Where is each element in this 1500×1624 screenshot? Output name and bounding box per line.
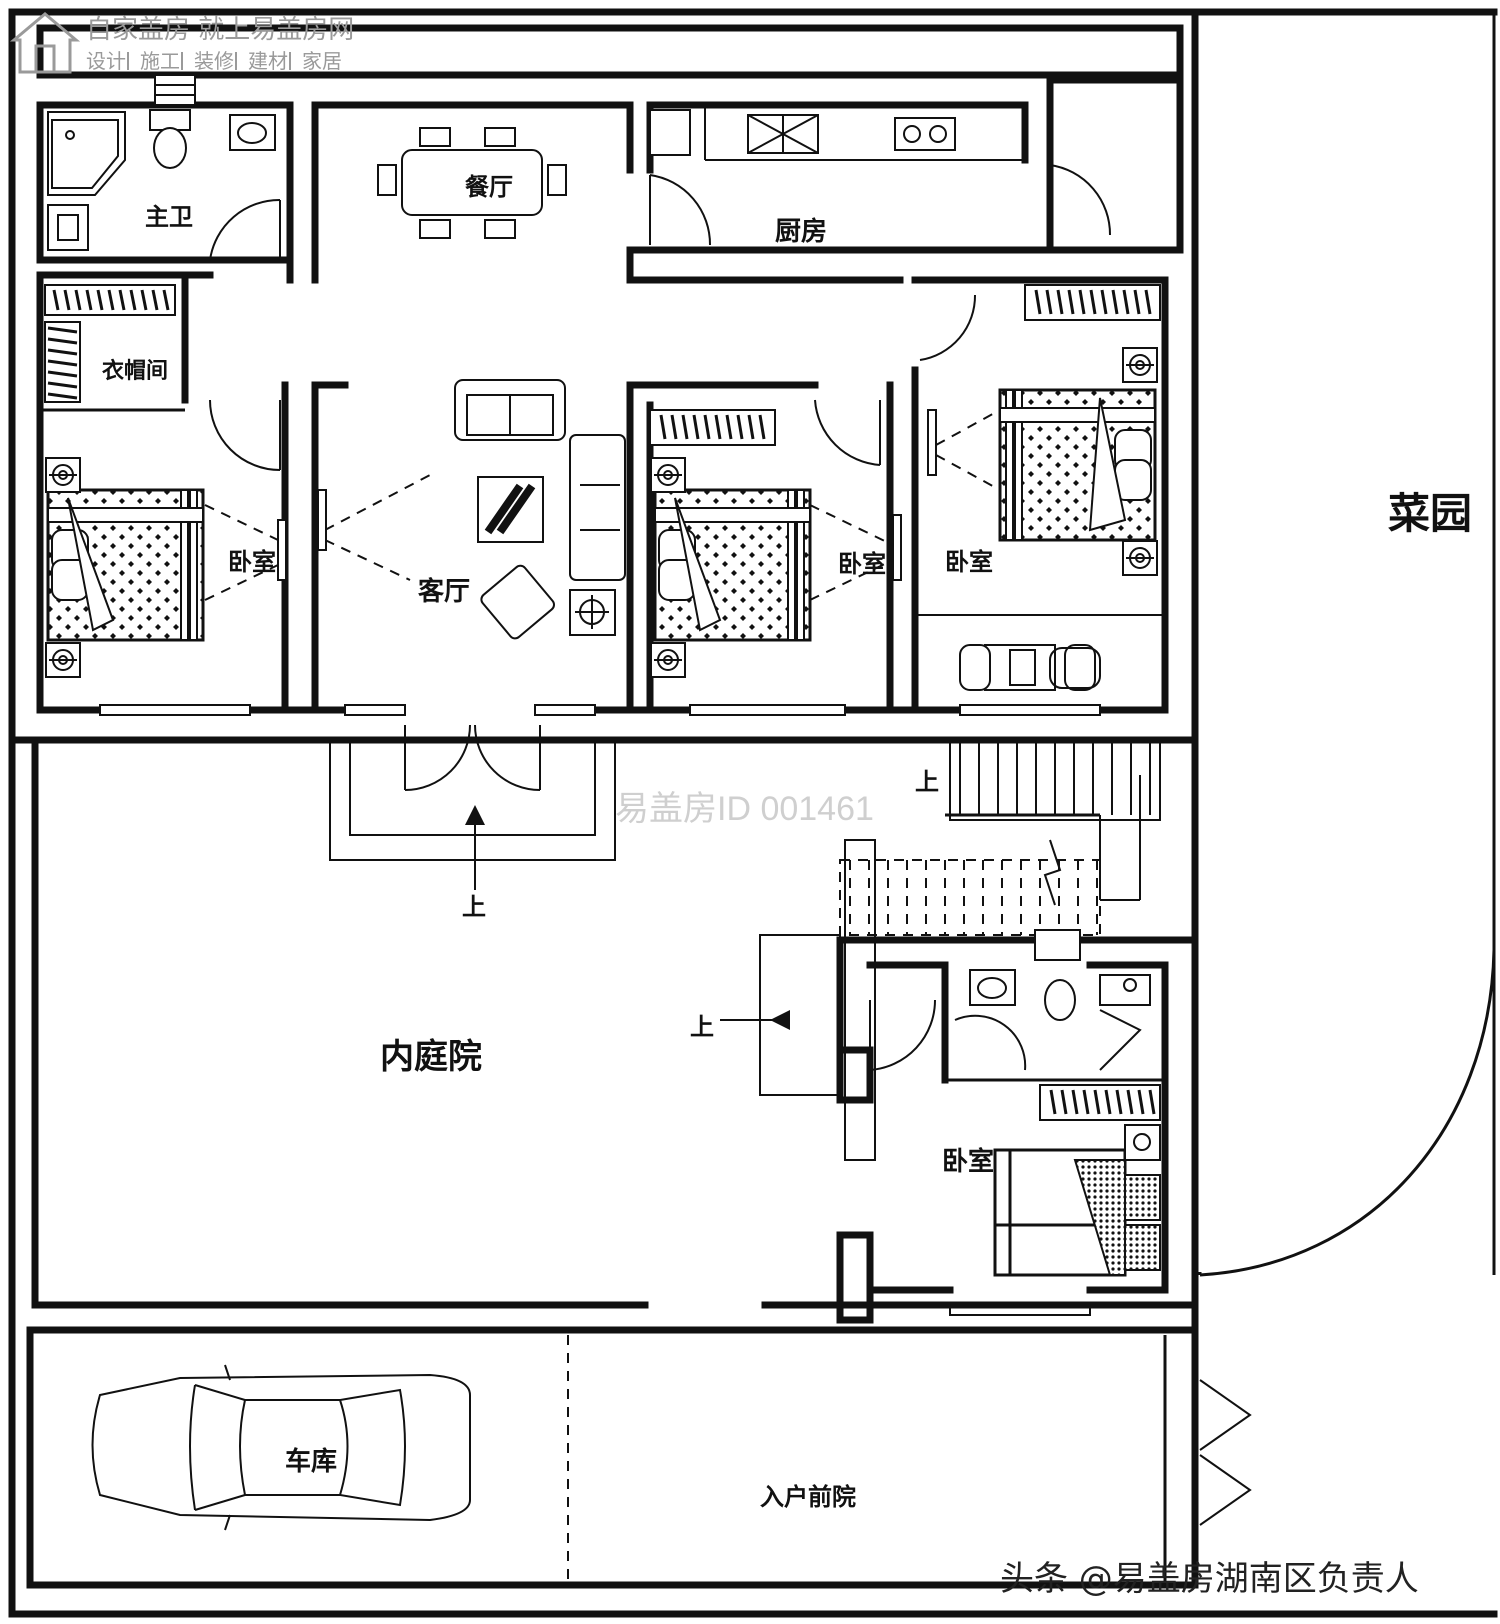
wardrobes [44, 284, 1161, 1121]
label-bedroom-right: 卧室 [945, 548, 993, 576]
label-inner-courtyard: 内庭院 [380, 1037, 482, 1077]
study-desk [959, 644, 1101, 691]
living-furniture [204, 379, 1001, 640]
label-closet: 衣帽间 [102, 358, 168, 384]
label-vegetable-garden: 菜园 [1388, 489, 1472, 538]
label-front-yard: 入户前院 [760, 1483, 856, 1511]
garage [26, 1326, 1199, 1589]
watermark-id: 易盖房ID 001461 [615, 790, 874, 828]
doors [209, 164, 1252, 1526]
south-bath-fixtures [954, 969, 1151, 1071]
logo-service-3: 建材 [248, 49, 288, 73]
stair-up-courtyard: 上 [690, 1013, 714, 1041]
south-wing [31, 736, 1199, 1324]
staircase [839, 739, 1161, 961]
dining-table [377, 127, 567, 239]
bath-fixtures [47, 109, 276, 251]
stair-up-main: 上 [915, 768, 939, 796]
house-logo-icon [9, 12, 81, 74]
beds [45, 347, 1161, 1277]
garden-boundary [1198, 949, 1496, 1277]
logo-service-4: 家居 [302, 49, 342, 73]
logo-service-1: 施工 [140, 49, 180, 73]
label-bedroom-mid: 卧室 [838, 550, 886, 578]
windows [99, 74, 1101, 1316]
logo-service-2: 装修 [194, 49, 234, 73]
front-porch [329, 739, 616, 890]
credit-text: 头条 @易盖房湖南区负责人 [1000, 1559, 1419, 1599]
logo-slogan: 自家盖房 就上易盖房网 [86, 15, 354, 45]
label-master-bath: 主卫 [145, 203, 193, 231]
kitchen-counter [649, 105, 1025, 161]
room-labels: 主卫 餐厅 厨房 衣帽间 卧室 客厅 卧室 卧室 菜园 内庭院 卧室 车库 入户… [102, 173, 1472, 1511]
label-dining: 餐厅 [465, 173, 513, 201]
label-bedroom-left: 卧室 [228, 548, 276, 576]
car [91, 1364, 471, 1531]
label-living: 客厅 [418, 576, 470, 607]
stair-up-porch: 上 [462, 893, 486, 921]
label-bedroom-south: 卧室 [942, 1146, 994, 1177]
label-garage: 车库 [285, 1446, 337, 1477]
site-logo: 自家盖房 就上易盖房网 设计施工装修建材家居 [9, 12, 354, 74]
label-kitchen: 厨房 [775, 217, 827, 247]
logo-service-0: 设计 [86, 49, 126, 73]
